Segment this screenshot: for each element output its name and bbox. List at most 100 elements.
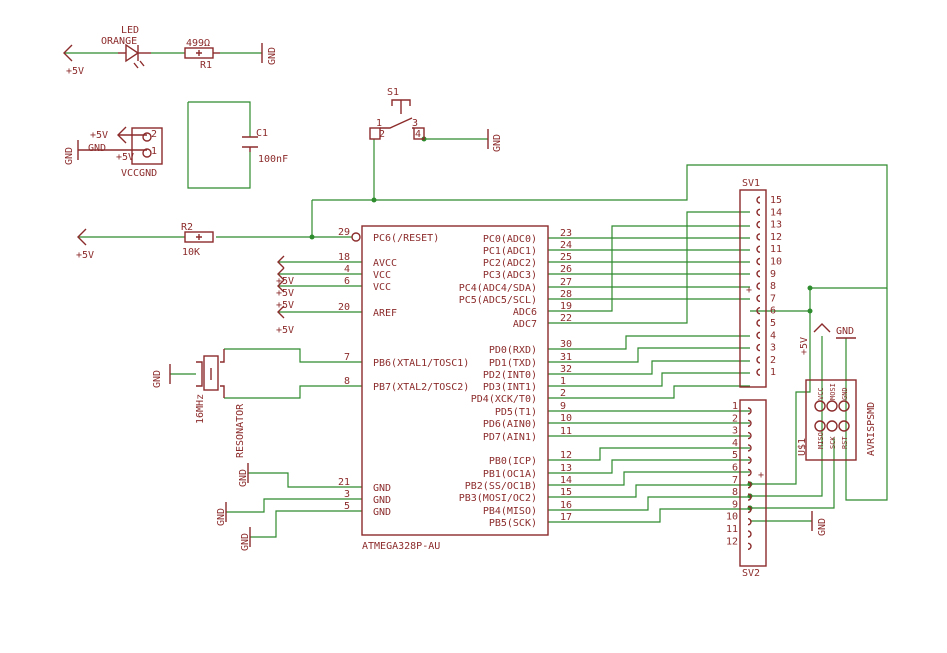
sv2-pin-contact (747, 530, 752, 538)
sv1-pin-number: 10 (770, 257, 782, 268)
sv1-pin-contact (756, 307, 761, 315)
sv1-pin-contact (756, 257, 761, 266)
chip-pin-number: 8 (344, 376, 350, 387)
r2-value: 10K (182, 247, 200, 258)
resonator (196, 349, 225, 398)
supply-symbols (63, 43, 856, 547)
chip-left-pins: 29PC6(/RESET)18AVCC4VCC6VCC20AREF7PB6(XT… (338, 227, 469, 518)
sv1-pin-contact (756, 208, 761, 216)
xtal-name: RESONATOR (235, 403, 246, 458)
sv2-pin-number: 9 (732, 499, 738, 510)
s1-pin-2: 2 (379, 129, 385, 140)
chip-body (361, 225, 549, 536)
wires (64, 52, 888, 538)
chip-pin-name: ADC6 (513, 307, 537, 318)
sv1-label: SV1 (742, 178, 760, 189)
conn-name: VCCGND (121, 168, 157, 179)
chip-pin-name: PD5(T1) (495, 407, 537, 418)
sv2-pin-number: 1 (732, 401, 738, 412)
isp-pads (814, 400, 850, 432)
sv1-plus-mark: + (746, 285, 752, 296)
isp-pin-label: MISO (817, 432, 825, 449)
isp-name: AVRISPSMD (866, 402, 877, 456)
isp-pin-label: SCK (829, 436, 837, 449)
chip-pin-name: PC0(ADC0) (483, 234, 537, 245)
chip-pin-name: PC1(ADC1) (483, 246, 537, 257)
r2-supply-label: +5V (76, 250, 94, 261)
chip-pin-name: PC6(/RESET) (373, 233, 439, 244)
r2-label: R2 (181, 222, 193, 233)
conn-plus5-label-2: +5V (116, 152, 134, 163)
sv1-pin-contact (756, 331, 761, 339)
s1-pin-4: 4 (415, 129, 421, 140)
sv2-pin-contact (747, 505, 752, 514)
sv2-pin-contact (747, 419, 752, 427)
chip-pin-number: 20 (338, 302, 350, 313)
chip-pin-name: PB2(SS/OC1B) (465, 481, 537, 492)
sv1-pin-number: 15 (770, 195, 782, 206)
chip-pin-number: 25 (560, 252, 572, 263)
chip-pin-name: PC3(ADC3) (483, 270, 537, 281)
sv2-pin-number: 10 (726, 512, 738, 523)
sv2-plus-mark: + (758, 470, 764, 481)
chip-pin-name: PB3(MOSI/OC2) (459, 493, 537, 504)
chip-pin-number: 17 (560, 512, 572, 523)
sv1-pin-contact (756, 270, 761, 278)
chip-name: ATMEGA328P-AU (362, 541, 440, 552)
chip-pin-name: PB5(SCK) (489, 518, 537, 529)
sv1-pin-number: 7 (770, 293, 776, 304)
chip-pin-number: 5 (344, 501, 350, 512)
chip-pin-number: 6 (344, 276, 350, 287)
isp-ref: U$1 (797, 438, 808, 456)
sv2-pin-number: 3 (732, 426, 738, 437)
sv2-pin-contact (747, 493, 752, 501)
chip-pin-name: PD1(TXD) (489, 358, 537, 369)
chip-pin-number: 3 (344, 489, 350, 500)
sv1-pin-contact (756, 245, 761, 253)
chip-pin-number: 15 (560, 487, 572, 498)
sv2-pin-number: 12 (726, 536, 738, 547)
chip-pin-number: 2 (560, 388, 566, 399)
sv2-pin-number: 11 (726, 524, 738, 535)
chip-pin-name: PD2(INT0) (483, 370, 537, 381)
isp-pin-label: GND (841, 387, 849, 400)
sv2-pin-number: 8 (732, 487, 738, 498)
isp-pin-label: VCC (817, 387, 825, 400)
c1-value: 100nF (258, 154, 288, 165)
s1-label: S1 (387, 87, 399, 98)
sv1-pin-number: 13 (770, 220, 782, 231)
chip-pin-name: VCC (373, 282, 391, 293)
sv1-pin-contact (756, 319, 761, 327)
sv1-pin-contact (756, 343, 761, 352)
chip-pin-number: 22 (560, 313, 572, 324)
r1-label: R1 (200, 60, 212, 71)
sv2-pin-contact (747, 431, 752, 440)
led (118, 43, 151, 69)
sv2-pin-number: 2 (732, 413, 738, 424)
chip-pin-name: PB6(XTAL1/TOSC1) (373, 358, 469, 369)
sv1-pin-number: 8 (770, 281, 776, 292)
xtal-gnd-label: GND (152, 370, 163, 388)
gnd21-label: GND (238, 469, 249, 487)
sv2-gnd-label: GND (817, 518, 828, 536)
sv1-pin-number: 14 (770, 207, 782, 218)
chip-pin-number: 19 (560, 301, 572, 312)
chip-pin-name: PB7(XTAL2/TOSC2) (373, 382, 469, 393)
sv2-pin-contact (747, 468, 752, 477)
conn-gnd-symbol-label: GND (64, 147, 75, 165)
chip-pin-name: GND (373, 507, 391, 518)
vcc-supply-1: +5V (276, 276, 294, 287)
chip-pin-name: AREF (373, 308, 397, 319)
chip-pin-name: PB1(OC1A) (483, 469, 537, 480)
chip-pin-number: 29 (338, 227, 350, 238)
labels: LED ORANGE 499Ω R1 +5V GND C1 100nF +5V … (64, 25, 877, 579)
conn-gnd-label: GND (88, 143, 106, 154)
chip-pin-number: 12 (560, 450, 572, 461)
chip-pin-number: 14 (560, 475, 572, 486)
sv1-pin-contact (756, 196, 761, 204)
chip-pin-number: 4 (344, 264, 350, 275)
sv1-pin-contact (756, 233, 761, 241)
xtal-freq: 16MHz (195, 394, 206, 424)
sv1-pin-contact (756, 294, 761, 303)
chip-pin-number: 1 (560, 376, 566, 387)
